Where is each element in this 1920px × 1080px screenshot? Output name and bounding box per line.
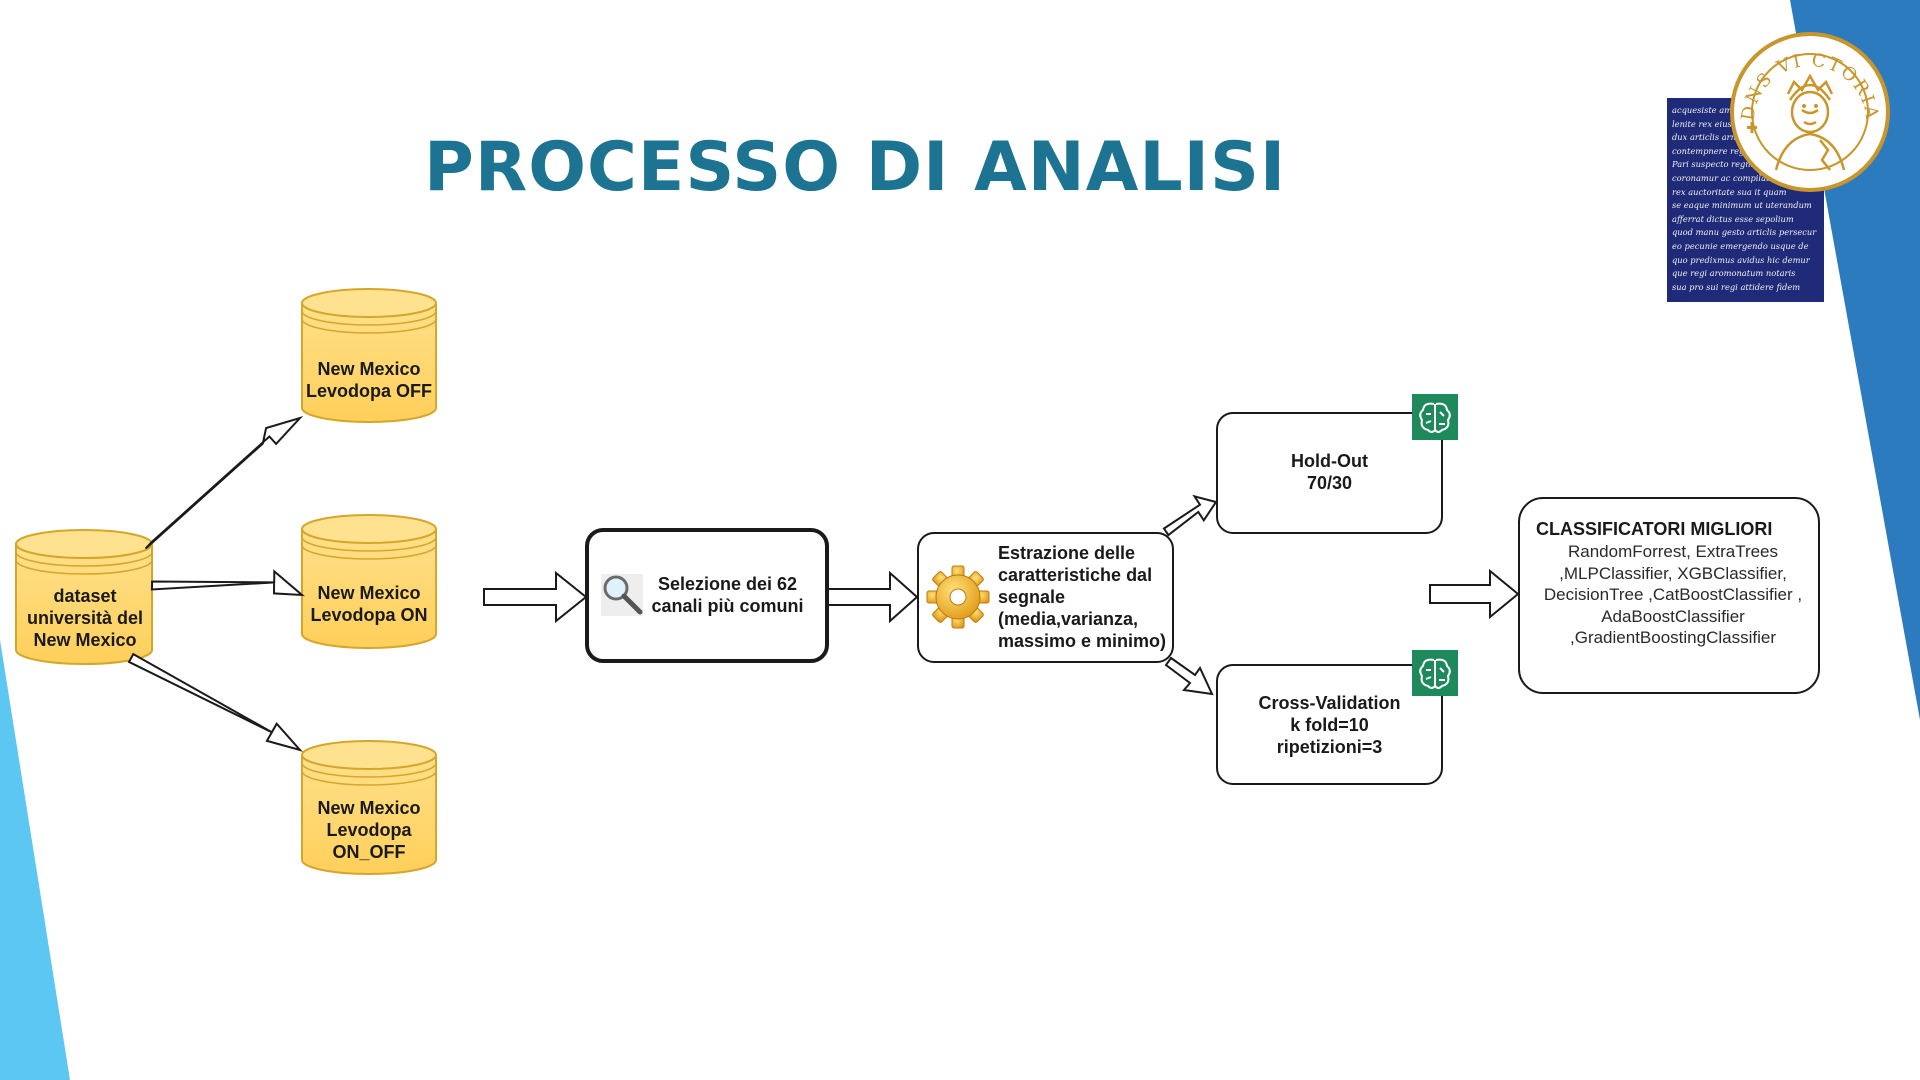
holdout-box [1216, 412, 1443, 534]
arrow-to-levodopa-on-off [127, 652, 303, 752]
selection-label: Selezione dei 62 canali più comuni [651, 574, 804, 616]
result-title: CLASSIFICATORI MIGLIORI [1536, 519, 1773, 539]
db-levodopa-on-label: New Mexico Levodopa ON [310, 583, 428, 625]
database-levodopa-on [301, 514, 437, 649]
ml-brain-icon [1412, 394, 1458, 440]
database-levodopa-on-off [301, 740, 437, 875]
arrow-to-holdout [1162, 494, 1218, 537]
manuscript-line: lenite rex eius stablis [1672, 118, 1762, 129]
holdout-title: Hold-Out [1291, 451, 1368, 471]
gear-icon [926, 565, 990, 629]
manuscript-line: quod manu gesto articlis persecur [1672, 227, 1817, 238]
holdout-split: 70/30 [1306, 473, 1353, 493]
result-box [1518, 497, 1820, 694]
crossval-folds: k fold=10 [1290, 715, 1369, 735]
university-seal-logo: DNS VI CTORIA [1730, 32, 1890, 192]
manuscript-line: dux articlis armis tenebat [1672, 132, 1781, 143]
source-db-label: dataset università del New Mexico [26, 586, 144, 650]
arrow-to-result [1429, 568, 1520, 620]
database-levodopa-off [301, 288, 437, 423]
manuscript-line: que regi aromonatum notaris [1672, 268, 1796, 279]
classifier-list: RandomForrest, ExtraTrees ,MLPClassifier… [1543, 542, 1803, 647]
arrow-to-levodopa-on [150, 569, 305, 597]
arrow-to-extraction [827, 570, 919, 624]
magnifier-icon [601, 574, 643, 616]
selection-box [585, 528, 829, 663]
arrow-to-levodopa-off [144, 416, 304, 550]
manuscript-line: eo pecunie emergendo usque de [1672, 240, 1809, 251]
holdout-label: Hold-Out 70/30 [1227, 448, 1432, 496]
left-accent-shape [0, 640, 70, 1080]
crossval-label: Cross-Validation k fold=10 ripetizioni=3 [1227, 690, 1432, 760]
arrow-to-crossval [1164, 656, 1214, 696]
manuscript-line: se eaque minimum ut uterandum [1672, 200, 1812, 211]
manuscript-line: contempnere regiam potent [1672, 145, 1790, 156]
manuscript-line: acquesiste amplius quam [1672, 105, 1779, 115]
result-content: CLASSIFICATORI MIGLIORI RandomForrest, E… [1534, 518, 1812, 649]
manuscript-line: afferrat dictus esse sepolium [1672, 213, 1794, 224]
manuscript-line: rex auctoritate sua it quam [1672, 186, 1787, 197]
arrow-to-selection [483, 570, 588, 624]
extraction-box [917, 532, 1174, 663]
manuscript-line: Pari suspecto regni tamen [1672, 159, 1783, 170]
manuscript-line: coronamur ac compilatu [1672, 172, 1775, 183]
db-levodopa-off-label: New Mexico Levodopa OFF [306, 359, 432, 401]
slide-title: PROCESSO DI ANALISI [424, 128, 1287, 207]
manuscript-logo-block: acquesiste amplius quam lenite rex eius … [1667, 98, 1824, 302]
crossval-title: Cross-Validation [1258, 693, 1401, 713]
database-source [15, 529, 153, 665]
ml-brain-icon [1412, 650, 1458, 696]
manuscript-line: sua pro sui regi attidere fidem [1672, 281, 1801, 292]
crossval-box [1216, 664, 1443, 785]
crossval-repetitions: ripetizioni=3 [1276, 737, 1383, 757]
extraction-label: Estrazione delle caratteristiche dal seg… [998, 543, 1167, 651]
manuscript-line: quo predixmus avidus hic demur [1672, 254, 1810, 265]
db-levodopa-on-off-label: New Mexico Levodopa ON_OFF [317, 798, 421, 862]
